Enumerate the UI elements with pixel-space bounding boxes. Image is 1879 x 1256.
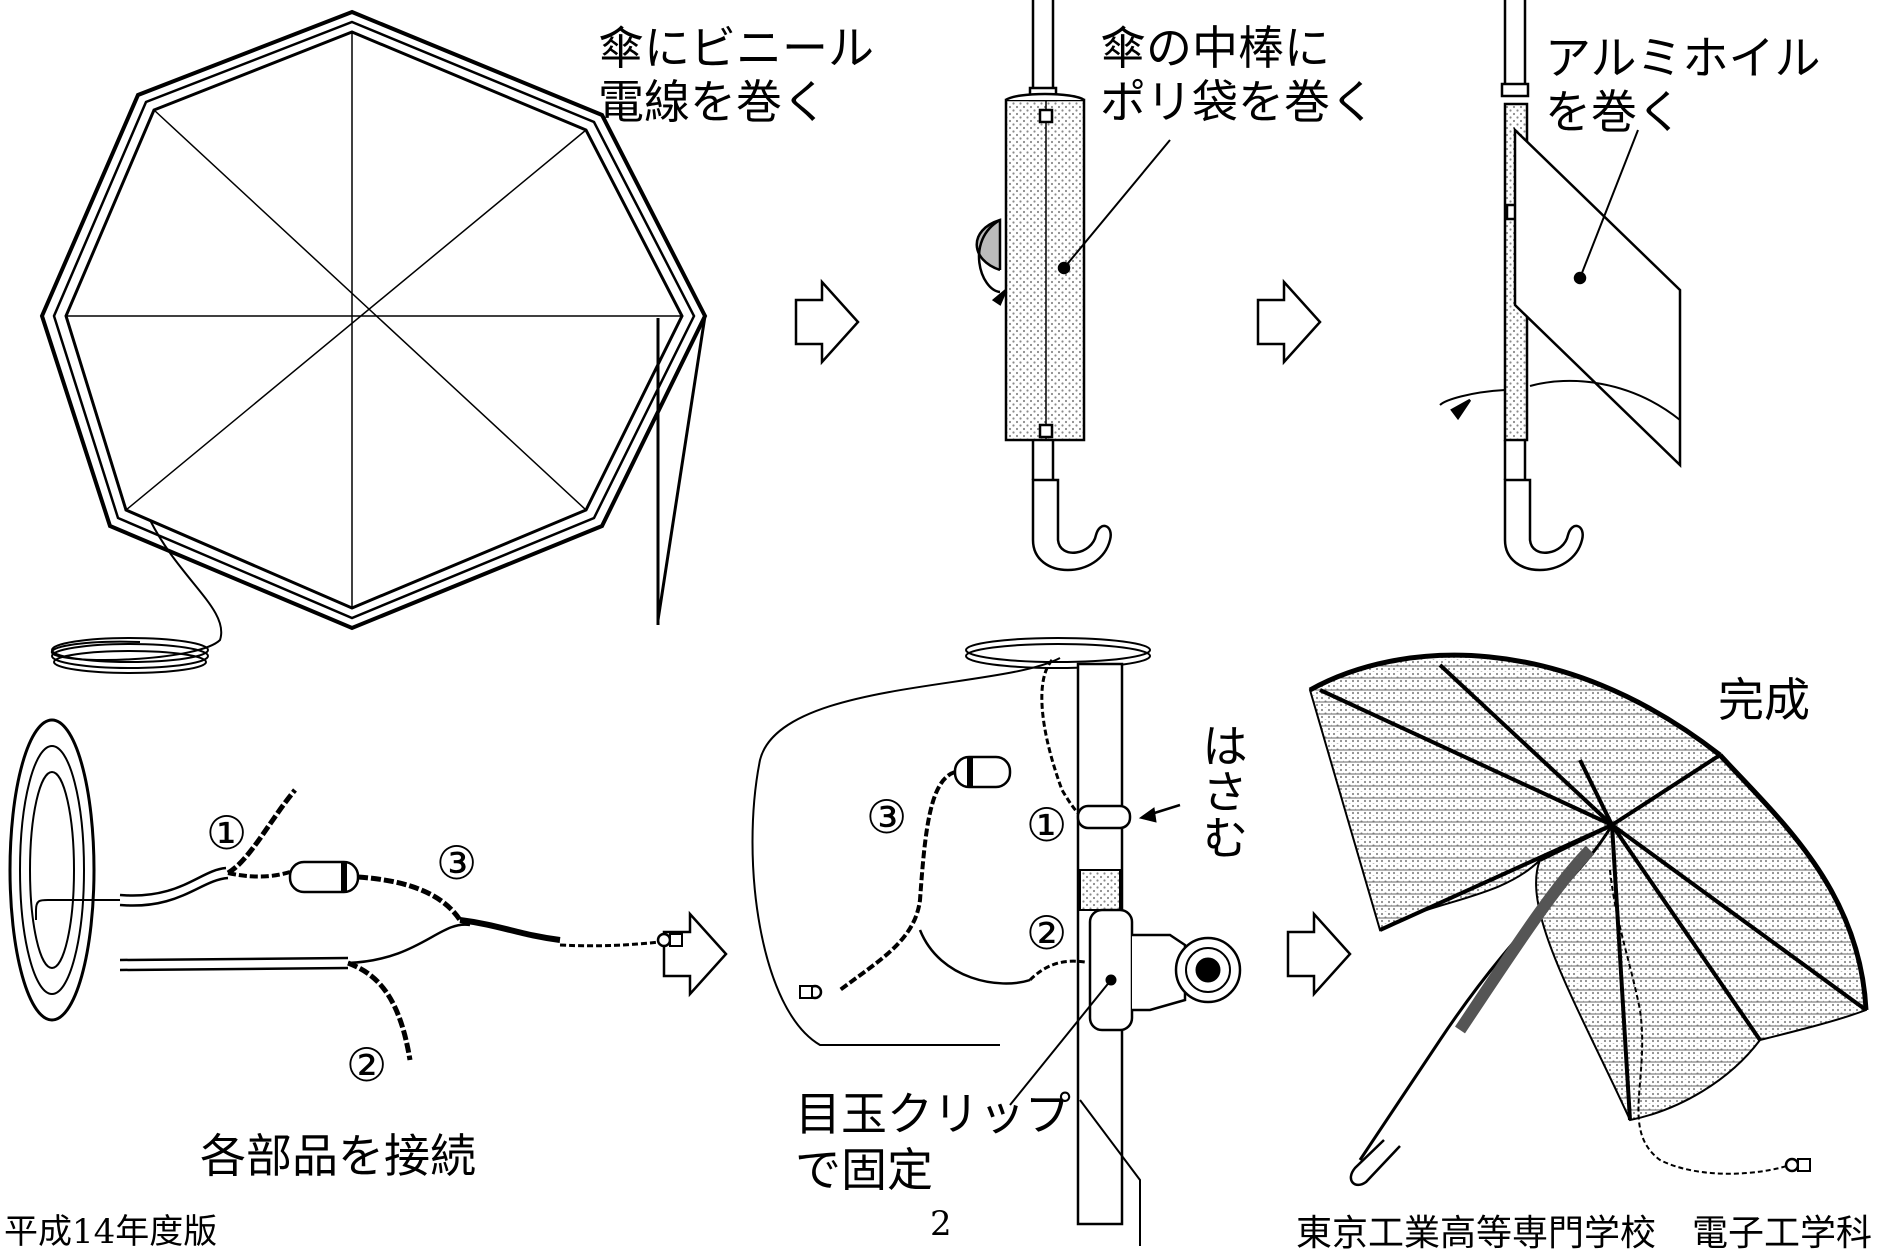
step-clip-line1: 目玉クリップ <box>795 1087 1071 1141</box>
step-wrap-wire-line1: 傘にビニール <box>598 21 874 75</box>
marker-3-parts: ③ <box>436 836 478 890</box>
step-arrow-4 <box>1286 910 1352 998</box>
marker-1-clip: ① <box>1026 798 1068 852</box>
footer-page-number: 2 <box>930 1204 952 1244</box>
marker-2-clip: ② <box>1026 906 1068 960</box>
step-wrap-wire-line2: 電線を巻く <box>598 75 828 129</box>
step-complete: 完成 <box>1718 673 1810 727</box>
step-arrow-2 <box>1256 278 1322 366</box>
step-wrap-bag-line1: 傘の中棒に <box>1100 21 1330 75</box>
step-wrap-foil-line2: を巻く <box>1545 85 1683 139</box>
clip-fixing <box>751 637 1242 1246</box>
step-arrow-1 <box>794 278 860 366</box>
step-arrow-3 <box>662 910 728 998</box>
footer-edition: 平成14年度版 <box>4 1212 218 1252</box>
marker-3-clip: ③ <box>866 790 908 844</box>
footer-school: 東京工業高等専門学校 電子工学科 <box>1296 1213 1873 1254</box>
step-clip-line2: で固定 <box>795 1143 933 1197</box>
marker-2-parts: ② <box>346 1038 388 1092</box>
label-pinch: はさむ <box>1195 722 1249 860</box>
step-wrap-foil-line1: アルミホイル <box>1545 31 1821 85</box>
umbrella-top-view <box>39 9 708 674</box>
shaft-with-foil <box>1439 0 1682 572</box>
step-connect-parts: 各部品を接続 <box>200 1129 476 1183</box>
shaft-with-bag <box>975 0 1171 572</box>
step-wrap-bag-line2: ポリ袋を巻く <box>1100 75 1376 129</box>
parts-connection <box>8 718 683 1061</box>
completed-umbrella <box>1308 652 1869 1187</box>
marker-1-parts: ① <box>206 806 248 860</box>
